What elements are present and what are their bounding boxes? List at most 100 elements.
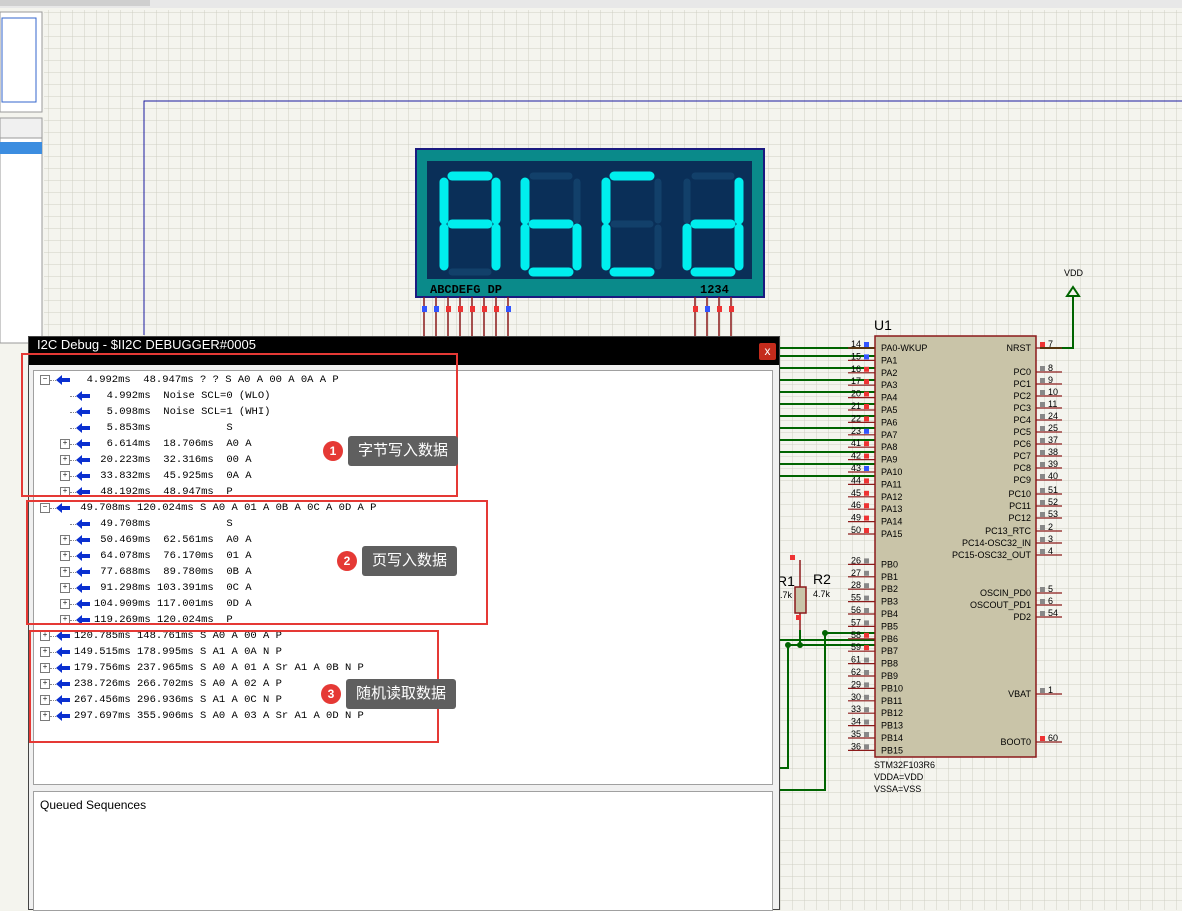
expand-icon[interactable]: + xyxy=(60,567,70,577)
expand-icon[interactable]: + xyxy=(40,647,50,657)
expand-icon[interactable]: + xyxy=(60,583,70,593)
queued-sequences-panel[interactable]: Queued Sequences xyxy=(33,791,773,911)
tree-row[interactable]: +120.785ms 148.761ms S A0 A 00 A P xyxy=(34,628,764,644)
tree-row[interactable]: + 50.469ms 62.561ms A0 A xyxy=(34,532,764,548)
tree-row[interactable]: +267.456ms 296.936ms S A1 A 0C N P xyxy=(34,692,764,708)
tree-row[interactable]: +238.726ms 266.702ms S A0 A 02 A P xyxy=(34,676,764,692)
tree-row[interactable]: + 91.298ms 103.391ms 0C A xyxy=(34,580,764,596)
expand-icon[interactable]: + xyxy=(60,455,70,465)
expand-icon[interactable]: + xyxy=(40,695,50,705)
tree-row[interactable]: − 49.708ms 120.024ms S A0 A 01 A 0B A 0C… xyxy=(34,500,764,516)
tree-row[interactable]: 4.992ms Noise SCL=0 (WLO) xyxy=(34,388,764,404)
collapse-icon[interactable]: − xyxy=(40,503,50,513)
resistor-r2[interactable] xyxy=(790,555,807,630)
expand-icon[interactable]: + xyxy=(60,439,70,449)
debug-window-titlebar[interactable]: I2C Debug - $II2C DEBUGGER#0005 x xyxy=(29,337,779,365)
pin-number: 22 xyxy=(851,413,861,423)
mcu-chip[interactable] xyxy=(874,335,1037,758)
tree-row[interactable]: + 33.832ms 45.925ms 0A A xyxy=(34,468,764,484)
expand-icon[interactable]: + xyxy=(40,711,50,721)
tree-row[interactable]: +297.697ms 355.906ms S A0 A 03 A Sr A1 A… xyxy=(34,708,764,724)
expand-icon[interactable]: + xyxy=(40,663,50,673)
expand-icon[interactable]: + xyxy=(60,551,70,561)
expand-icon[interactable]: + xyxy=(60,471,70,481)
arrow-left-icon xyxy=(76,455,90,465)
tree-row-text: 4.992ms Noise SCL=0 (WLO) xyxy=(94,390,271,402)
tree-row[interactable]: +179.756ms 237.965ms S A0 A 01 A Sr A1 A… xyxy=(34,660,764,676)
expand-icon[interactable]: + xyxy=(40,679,50,689)
collapse-icon[interactable]: − xyxy=(40,375,50,385)
close-button[interactable]: x xyxy=(759,343,776,360)
expand-icon[interactable]: + xyxy=(60,535,70,545)
tree-row[interactable]: 5.098ms Noise SCL=1 (WHI) xyxy=(34,404,764,420)
display-digit-2 xyxy=(520,172,582,277)
i2c-sequence-tree[interactable]: − 4.992ms 48.947ms ? ? S A0 A 00 A 0A A … xyxy=(33,370,773,785)
tree-row[interactable]: + 64.078ms 76.170ms 01 A xyxy=(34,548,764,564)
tree-row[interactable]: + 6.614ms 18.706ms A0 A xyxy=(34,436,764,452)
tree-row[interactable]: 5.853ms S xyxy=(34,420,764,436)
tree-row[interactable]: 49.708ms S xyxy=(34,516,764,532)
expand-icon[interactable]: + xyxy=(60,599,70,609)
tree-row[interactable]: + 20.223ms 32.316ms 00 A xyxy=(34,452,764,468)
pin-name: PC12 xyxy=(1008,513,1031,523)
tree-row[interactable]: − 4.992ms 48.947ms ? ? S A0 A 00 A 0A A … xyxy=(34,372,764,388)
tree-row[interactable]: +104.909ms 117.001ms 0D A xyxy=(34,596,764,612)
tree-row[interactable]: + 77.688ms 89.780ms 0B A xyxy=(34,564,764,580)
tree-row[interactable]: +149.515ms 178.995ms S A1 A 0A N P xyxy=(34,644,764,660)
